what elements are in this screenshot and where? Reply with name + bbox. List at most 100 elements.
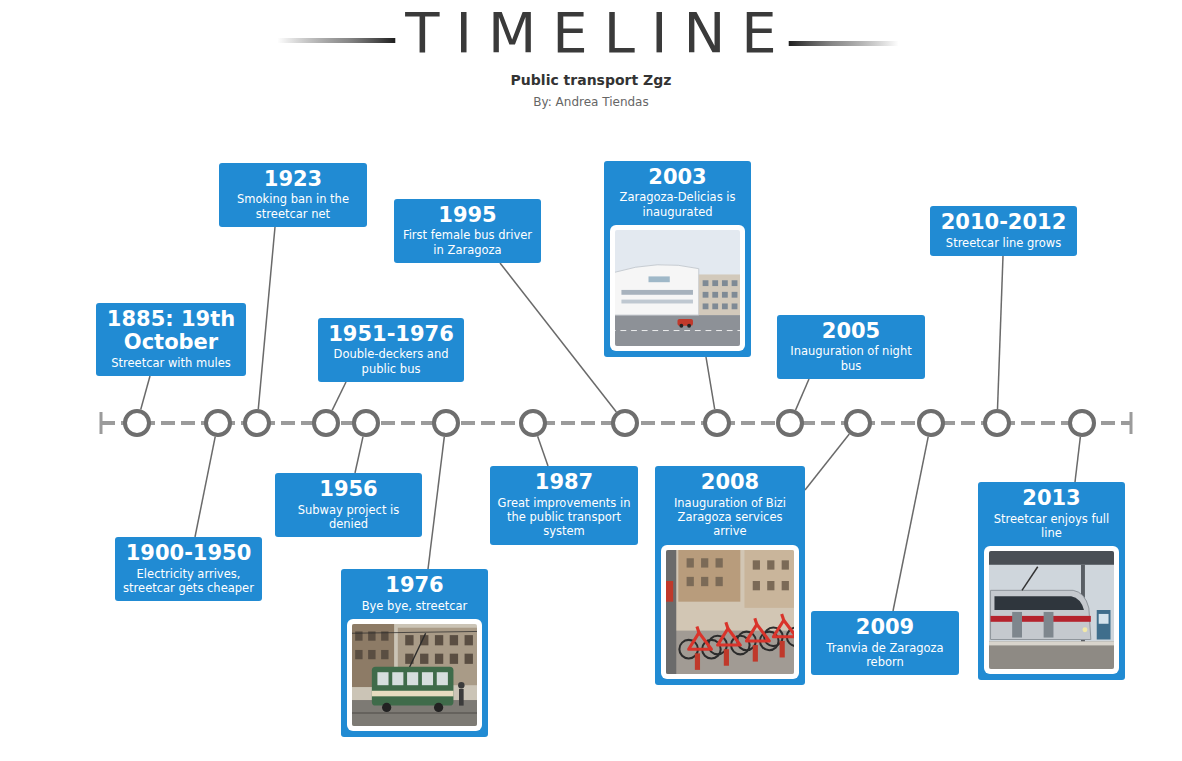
leader-line (258, 227, 275, 409)
streetcar-photo-part-part (450, 635, 458, 645)
bike-station-photo-part (744, 550, 794, 608)
tram-photo-part (989, 551, 1114, 565)
tram-photo-part (1099, 614, 1109, 624)
leader-line (141, 376, 150, 410)
event-description: Zaragoza-Delicias is inaugurated (610, 190, 745, 219)
axis-end-tick (100, 412, 103, 434)
streetcar-photo-part-part (381, 650, 388, 659)
streetcar-photo (352, 624, 477, 726)
station-photo-part-part (732, 303, 738, 309)
event-year: 2005 (783, 320, 919, 344)
bike-station-photo-part-part (767, 560, 774, 569)
tram-photo-part (989, 642, 1114, 646)
streetcar-photo-part-part (355, 650, 362, 659)
bike-station-photo-part-part (697, 626, 699, 632)
bike-station-photo-part (678, 550, 740, 602)
bike-station-photo-part-part (687, 577, 694, 586)
event-year: 1995 (400, 204, 535, 228)
station-photo-part (615, 330, 740, 331)
axis-end-tick (1130, 412, 1133, 434)
event-description: Bye bye, streetcar (347, 599, 482, 613)
bike-station-photo-part-part (755, 618, 757, 624)
event-year: 1976 (347, 574, 482, 598)
event-description: Electricity arrives, streetcar gets chea… (121, 567, 256, 596)
leader-line (500, 263, 616, 412)
station-photo-part-part (712, 280, 718, 286)
timeline-axis (101, 412, 1131, 434)
event-description: Great improvements in the public transpo… (496, 496, 632, 539)
event-box: 1995First female bus driver in Zaragoza (394, 199, 541, 263)
event-box: 1976Bye bye, streetcar (341, 569, 488, 737)
bike-station-photo-part-part (782, 560, 789, 569)
streetcar-photo-part-part (437, 672, 448, 685)
timeline-dot (846, 411, 870, 435)
timeline-dot (125, 411, 149, 435)
station-photo-part-part (703, 292, 709, 298)
event-year: 2009 (817, 616, 953, 640)
event-box: 2005Inauguration of night bus (777, 315, 925, 379)
leader-line (1075, 437, 1080, 482)
event-box: 1923Smoking ban in the streetcar net (219, 163, 367, 227)
event-description: Inauguration of night bus (783, 344, 919, 373)
event-year: 2013 (984, 487, 1119, 511)
bike-station-photo-part-part (782, 614, 784, 620)
tram-photo-part (1097, 610, 1111, 640)
streetcar-photo-part-part (405, 635, 413, 645)
streetcar-photo-part-part (420, 654, 428, 664)
tram-photo-part (994, 596, 1083, 610)
tram-photo-part (1044, 612, 1054, 638)
streetcar-photo-part-part (377, 672, 388, 685)
streetcar-photo-part (382, 703, 391, 712)
streetcar-photo-part-part (407, 672, 418, 685)
station-photo (615, 230, 740, 346)
photo-frame (610, 225, 745, 351)
event-box: 2003Zaragoza-Delicias is inaugurated (604, 161, 751, 357)
bike-station-photo-part-part (687, 558, 694, 567)
event-box: 2010-2012Streetcar line grows (930, 206, 1077, 256)
leader-line (805, 434, 849, 490)
event-year: 1951-1976 (324, 323, 458, 347)
station-photo-part-part (732, 280, 738, 286)
timeline-dots (125, 411, 1094, 435)
leader-line (195, 437, 215, 537)
page-title: TIMELINE (389, 2, 792, 64)
event-year: 1885: 19th October (102, 308, 240, 355)
streetcar-photo-part (377, 672, 447, 685)
streetcar-photo-part (459, 689, 464, 706)
leader-line (893, 437, 928, 611)
bike-station-photo-part-part (726, 622, 728, 628)
streetcar-photo-part-part (435, 654, 443, 664)
bike-station-photo-part-part (782, 581, 789, 590)
subtitle: Public transport Zgz (0, 72, 1182, 88)
station-photo-part-part (732, 292, 738, 298)
bike-station-photo-part-part (689, 632, 712, 649)
streetcar-photo-part (352, 712, 477, 713)
station-photo-part (687, 324, 691, 328)
event-box: 2009Tranvia de Zaragoza reborn (811, 611, 959, 675)
tram-photo-part (1012, 612, 1022, 638)
photo-frame (661, 545, 799, 679)
bike-station-photo-part-part (753, 560, 760, 569)
station-photo-part-part (722, 303, 728, 309)
station-photo-part-part (722, 292, 728, 298)
station-photo-part (621, 300, 693, 304)
bike-station-photo (666, 550, 794, 674)
station-photo-part (679, 324, 683, 328)
streetcar-photo-part (409, 633, 426, 668)
station-photo-part-part (712, 303, 718, 309)
photo-frame (347, 619, 482, 731)
bike-station-photo-part (666, 581, 673, 602)
station-photo-part-part (703, 280, 709, 286)
event-box: 1885: 19th OctoberStreetcar with mules (96, 303, 246, 376)
bike-station-photo-part (666, 550, 676, 674)
event-description: Tranvia de Zaragoza reborn (817, 641, 953, 670)
leader-line (998, 256, 1003, 409)
timeline-dot (434, 411, 458, 435)
event-year: 1923 (225, 168, 361, 192)
streetcar-photo-part-part (368, 650, 375, 659)
event-year: 2003 (610, 166, 745, 190)
event-description: Streetcar enjoys full line (984, 512, 1119, 541)
event-description: Streetcar with mules (102, 356, 240, 370)
title-rule (277, 38, 395, 43)
event-description: Subway project is denied (281, 503, 416, 532)
